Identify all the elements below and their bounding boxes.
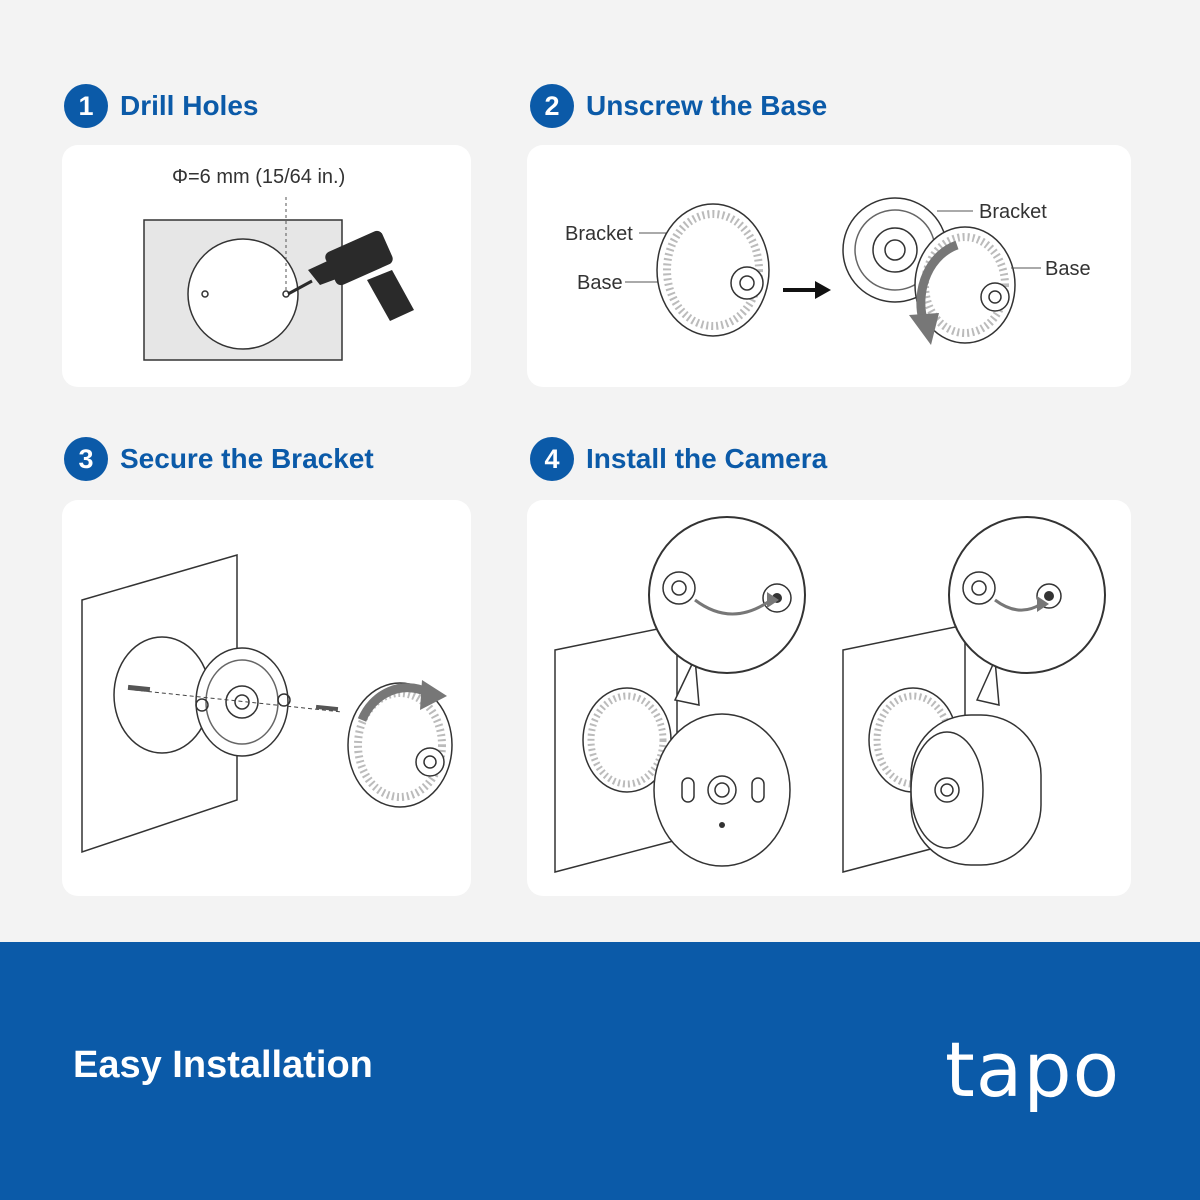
base-label-left: Base	[577, 272, 623, 294]
bracket-label-left: Bracket	[565, 223, 633, 245]
step-4-header: 4 Install the Camera	[530, 437, 827, 481]
rotate-arrow-icon	[357, 680, 447, 722]
step-4-number: 4	[530, 437, 574, 481]
drill-icon	[287, 230, 414, 321]
step-1-number: 1	[64, 84, 108, 128]
right-arrow-icon	[783, 281, 831, 299]
drill-hole-left	[201, 290, 209, 298]
step-3-title: Secure the Bracket	[120, 443, 374, 474]
camera-install-right	[842, 516, 1106, 873]
tapo-logo: tapo	[945, 1025, 1121, 1114]
step-3-number: 3	[64, 437, 108, 481]
step-2-header: 2 Unscrew the Base	[530, 84, 827, 128]
step-3-card	[62, 500, 471, 896]
base-assembled	[656, 203, 770, 337]
bracket-label-right: Bracket	[979, 201, 1047, 223]
secure-bracket-illustration	[81, 554, 453, 854]
drill-dimension-label: Φ=6 mm (15/64 in.)	[172, 166, 345, 188]
step-2-number: 2	[530, 84, 574, 128]
screw-icon	[315, 704, 339, 712]
unscrew-base-illustration: Bracket Base Bracket Base	[565, 197, 1091, 345]
base-loose	[347, 682, 453, 808]
camera-install-left	[554, 516, 806, 873]
install-camera-illustration	[554, 516, 1106, 873]
step-4-card	[527, 500, 1131, 896]
step-4-title: Install the Camera	[586, 443, 828, 474]
step-1-header: 1 Drill Holes	[64, 84, 258, 128]
step-2-title: Unscrew the Base	[586, 90, 828, 121]
bracket-outline	[187, 238, 299, 350]
step-3-header: 3 Secure the Bracket	[64, 437, 374, 481]
step-2-card: Bracket Base Bracket Base	[527, 145, 1131, 387]
step-1-card: Φ=6 mm (15/64 in.)	[62, 145, 471, 387]
drill-holes-illustration: Φ=6 mm (15/64 in.)	[143, 166, 414, 361]
footer-banner	[0, 942, 1200, 1200]
step-1-title: Drill Holes	[120, 90, 259, 121]
rotate-arrow-icon	[909, 240, 959, 345]
footer-title: Easy Installation	[73, 1044, 373, 1086]
screw-anchor-icon	[127, 684, 151, 693]
base-label-right: Base	[1045, 258, 1091, 280]
bracket-mounted	[195, 647, 291, 757]
